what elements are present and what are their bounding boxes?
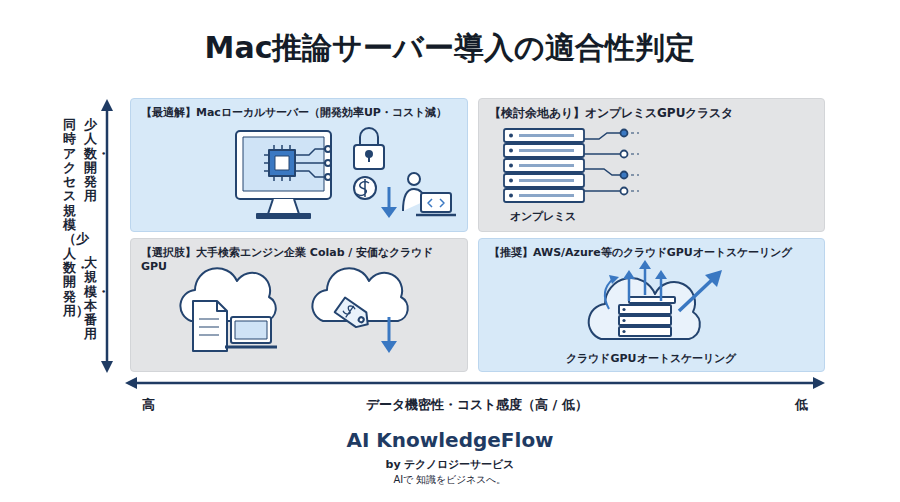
axis-end-label: 少人数・開発用 xyxy=(84,118,97,204)
quadrant-caption: クラウドGPUオートスケーリング xyxy=(566,351,735,366)
quadrant-caption: オンプレミス xyxy=(510,209,576,224)
axis-title: 同時アクセス規模（少人数・開発用） xyxy=(63,118,76,318)
axis-end-label: 低 xyxy=(795,396,808,414)
axis-arrows xyxy=(101,99,825,389)
brand-tagline: AIで 知識をビジネスへ。 xyxy=(394,473,507,487)
quadrant-box: 【検討余地あり】オンプレミスGPUクラスタオンプレミス xyxy=(478,98,825,232)
axis-end-label: 大規模・本番用 xyxy=(84,256,97,342)
diagram-title: Mac推論サーバー導入の適合性判定 xyxy=(205,28,696,69)
quadrant-heading: 【最適解】Macローカルサーバー（開発効率UP・コスト減） xyxy=(141,106,447,120)
quadrant-heading: 【推奨】AWS/Azure等のクラウドGPUオートスケーリング xyxy=(489,246,792,260)
cloud-colab-illustration xyxy=(131,239,469,373)
brand-byline: by テクノロジーサービス xyxy=(386,457,515,472)
quadrant-box: 【最適解】Macローカルサーバー（開発効率UP・コスト減） xyxy=(130,98,468,232)
axis-title: データ機密性・コスト感度（高 / 低） xyxy=(366,396,588,414)
axis-end-label: 高 xyxy=(142,396,155,414)
quadrant-heading: 【選択肢】大手検索エンジン企業 Colab / 安価なクラウドGPU xyxy=(141,246,459,275)
quadrant-heading: 【検討余地あり】オンプレミスGPUクラスタ xyxy=(489,106,733,122)
quadrant-box: 【選択肢】大手検索エンジン企業 Colab / 安価なクラウドGPU xyxy=(130,238,468,372)
quadrant-box: 【推奨】AWS/Azure等のクラウドGPUオートスケーリングクラウドGPUオー… xyxy=(478,238,825,372)
brand-name: AI KnowledgeFlow xyxy=(346,428,553,452)
mac-server-illustration xyxy=(131,99,469,233)
